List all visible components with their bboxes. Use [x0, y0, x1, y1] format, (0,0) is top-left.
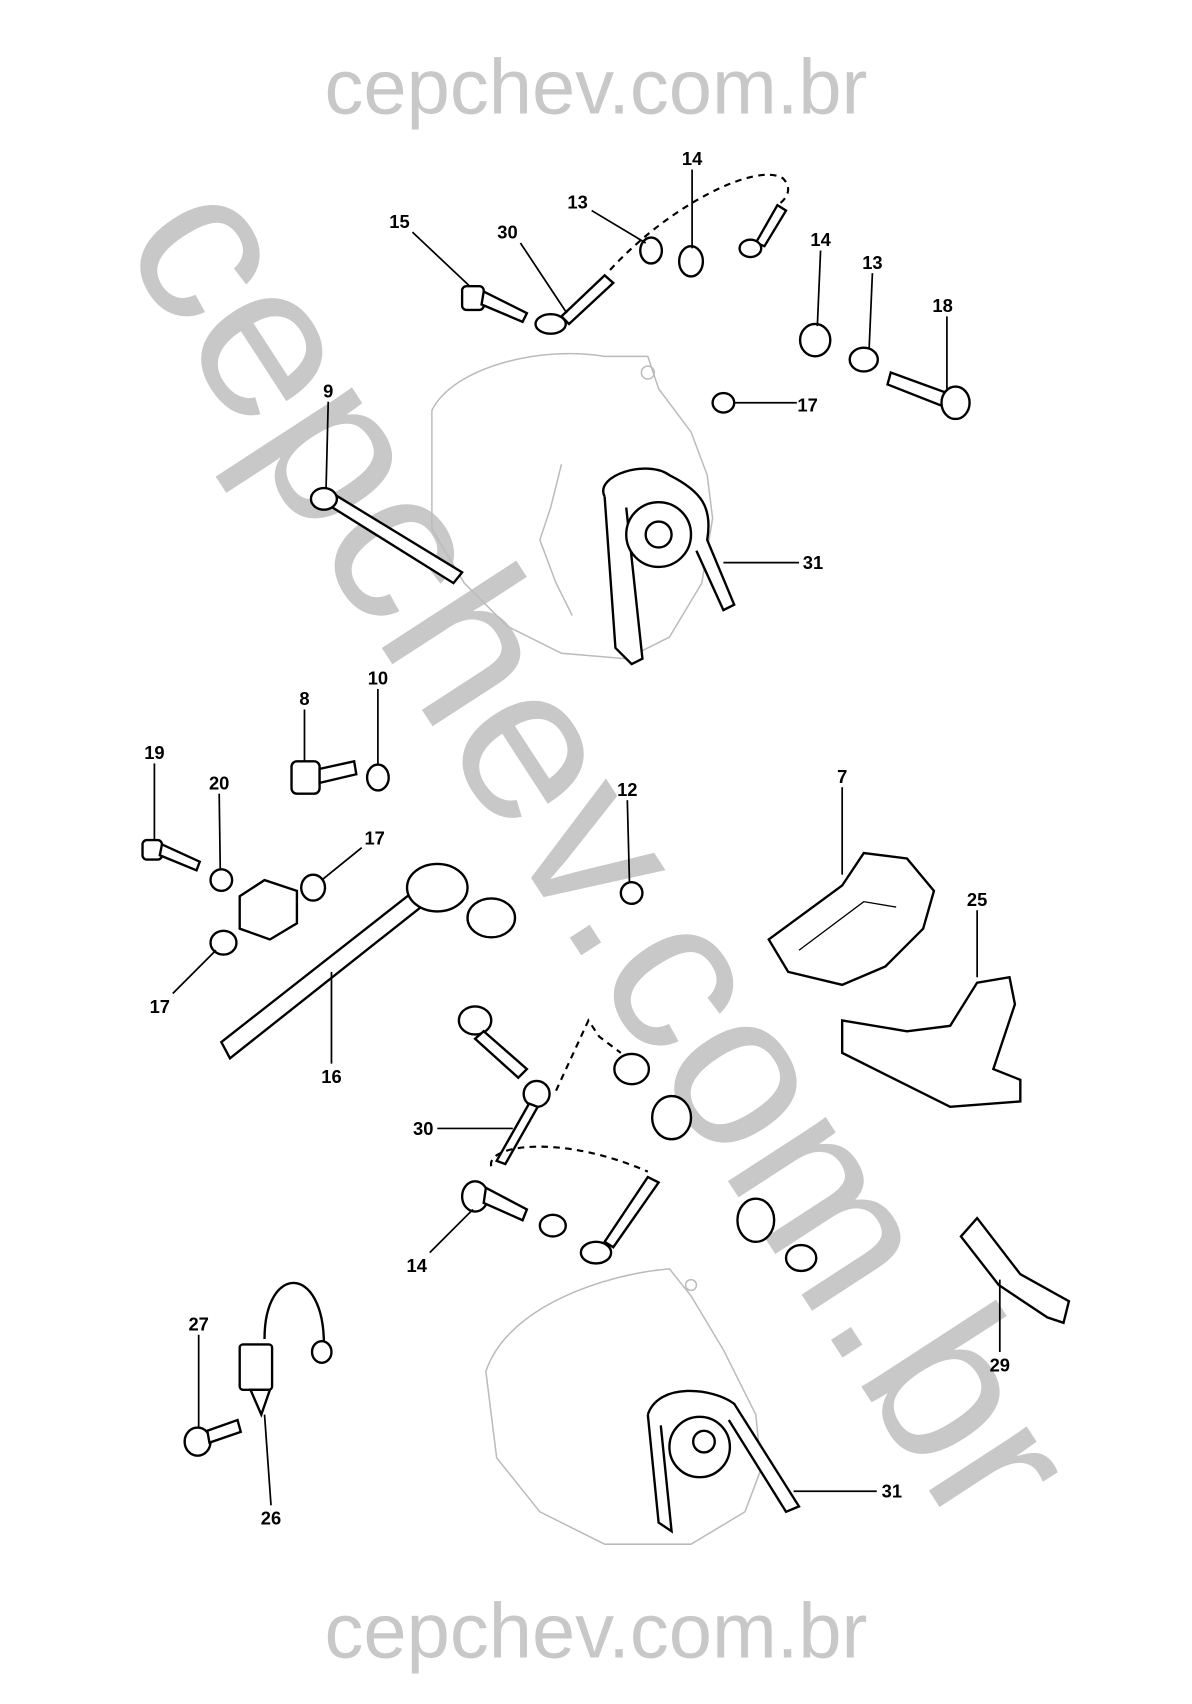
alternator-lower: [485, 1268, 762, 1545]
nut-lower: [650, 1094, 693, 1141]
callout-27: 27: [188, 1313, 208, 1334]
rod-16: [219, 862, 517, 1061]
callout-29: 29: [990, 1354, 1010, 1375]
nut-14a: [677, 245, 705, 278]
terminal-lower-right: [579, 1175, 661, 1265]
callout-19: 19: [144, 742, 164, 763]
callout-13: 13: [862, 252, 882, 273]
washer-lower: [538, 1213, 567, 1238]
screw-27: [183, 1418, 243, 1457]
watermark-top: cepchev.com.br: [325, 44, 868, 130]
callout-15: 15: [389, 211, 409, 232]
leader-lines: [153, 169, 1001, 1506]
belt-lower: [646, 1389, 801, 1534]
callout-17: 17: [364, 827, 384, 848]
callout-14: 14: [682, 148, 703, 169]
nut-17b: [300, 873, 327, 902]
callout-20: 20: [209, 772, 229, 793]
block: [238, 878, 299, 941]
callout-16: 16: [321, 1066, 341, 1087]
callout-10: 10: [368, 668, 388, 689]
watermark-diagonal: cepchev.com.br: [79, 134, 1128, 1565]
washer-13b: [848, 346, 879, 373]
bolt-9: [309, 486, 464, 585]
nut-14b: [798, 322, 832, 358]
callout-14: 14: [407, 1255, 428, 1276]
bolt-8: [290, 759, 358, 795]
callout-7: 7: [837, 766, 847, 787]
callout-26: 26: [261, 1508, 281, 1529]
terminal-30-top: [534, 273, 616, 335]
watermark-bottom: cepchev.com.br: [325, 1589, 868, 1675]
callout-17: 17: [150, 996, 170, 1017]
belt-upper: [602, 467, 736, 666]
callout-31: 31: [803, 552, 823, 573]
washer-lower-c: [784, 1243, 818, 1273]
bolt-19: [141, 838, 202, 872]
washer-13a: [639, 236, 664, 265]
bolt-14c: [460, 1180, 529, 1222]
capacitor-26: [238, 1281, 333, 1418]
nut-12: [619, 881, 644, 906]
callout-17: 17: [797, 394, 817, 415]
terminal-30-lower: [494, 1079, 551, 1166]
callout-13: 13: [567, 191, 587, 212]
callout-8: 8: [299, 688, 309, 709]
bolt-18: [886, 370, 971, 421]
callout-31: 31: [882, 1481, 902, 1502]
callout-30: 30: [413, 1118, 433, 1139]
bolt-15: [460, 284, 529, 324]
callout-30: 30: [497, 222, 517, 243]
callout-25: 25: [967, 889, 987, 910]
washer-20: [209, 868, 234, 893]
terminal-top-right: [738, 203, 788, 259]
callout-18: 18: [932, 295, 952, 316]
bolt-lower: [457, 1005, 529, 1080]
washer-10: [365, 763, 390, 792]
callout-14: 14: [810, 229, 831, 250]
bracket-29: [959, 1216, 1071, 1325]
bracket-25: [840, 975, 1022, 1109]
nut-lower-b: [736, 1197, 776, 1244]
wire-lower: [490, 1018, 649, 1173]
nut-17c: [209, 929, 238, 956]
bracket-7: [767, 851, 936, 987]
washer-lower-b: [613, 1052, 651, 1086]
nut-17a: [711, 391, 736, 414]
callout-12: 12: [617, 779, 637, 800]
callout-9: 9: [323, 380, 333, 401]
wire-top: [609, 173, 790, 271]
